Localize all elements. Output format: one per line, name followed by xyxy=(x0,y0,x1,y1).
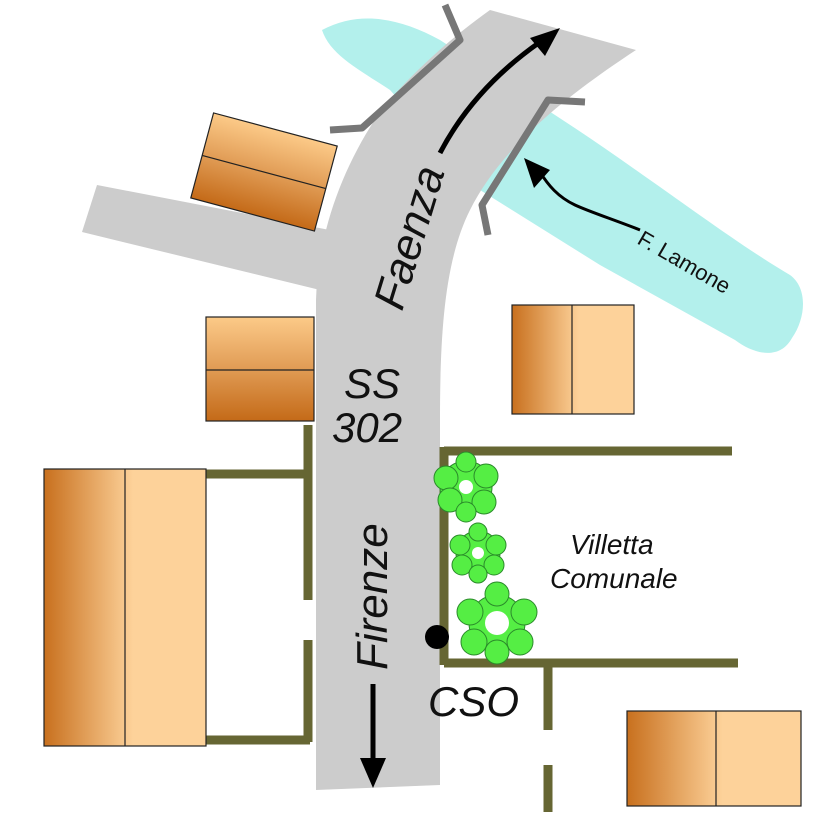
building-west-large xyxy=(43,468,207,747)
label-road-number: 302 xyxy=(332,404,402,451)
label-park-line1: Villetta xyxy=(570,529,654,560)
label-firenze: Firenze xyxy=(348,523,397,670)
road-ss302 xyxy=(316,10,636,790)
building-south-east xyxy=(626,710,802,807)
tree-2 xyxy=(449,522,507,584)
building-east-upper xyxy=(511,304,635,415)
bridge-rail-west xyxy=(329,3,464,134)
side-road-west xyxy=(82,185,340,290)
river-flow-arrow xyxy=(524,158,641,232)
bridge-rail-east xyxy=(478,96,586,236)
building-north-west xyxy=(190,112,338,232)
building-west-small xyxy=(205,316,315,422)
cso-marker xyxy=(425,625,449,649)
label-cso: CSO xyxy=(428,678,519,725)
label-road-name: SS xyxy=(344,360,400,407)
tree-1 xyxy=(433,451,499,523)
label-park-line2: Comunale xyxy=(550,563,678,594)
flow-arrow-north xyxy=(437,28,560,155)
tree-3 xyxy=(456,581,538,665)
flow-arrow-south xyxy=(360,684,386,788)
